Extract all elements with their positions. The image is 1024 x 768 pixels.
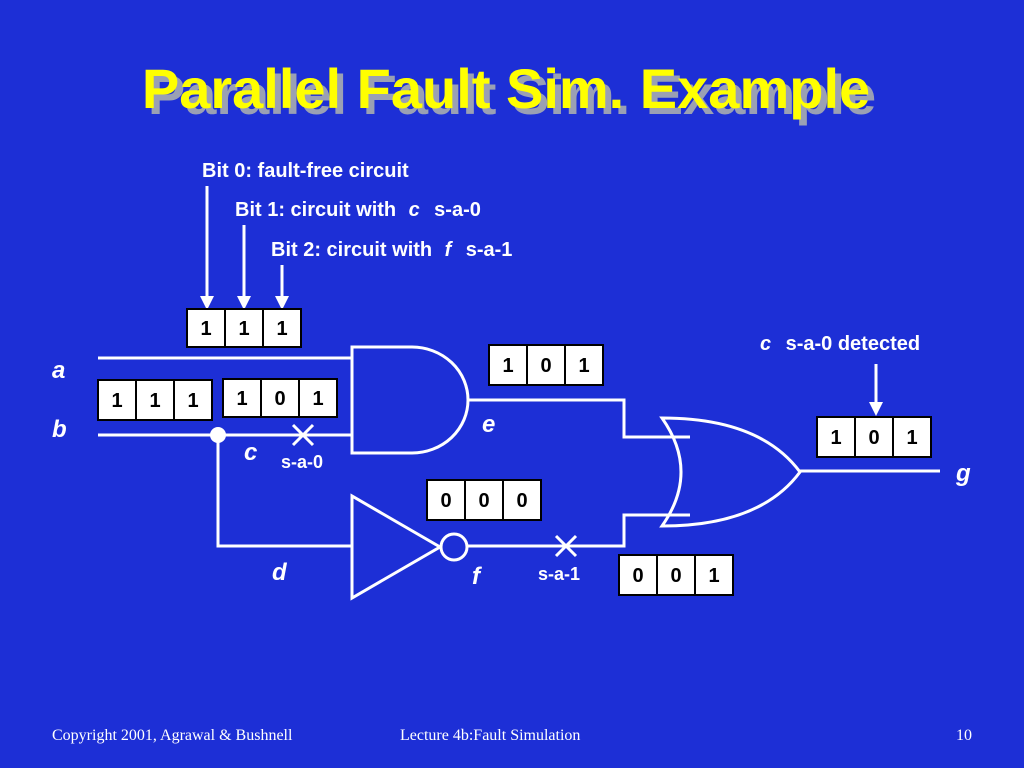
bitvector-c: 1 0 1 [222, 378, 338, 418]
bitcell-g-1 [854, 416, 894, 458]
node-label-e: e [482, 411, 495, 438]
bit-a-2: 1 [276, 318, 287, 340]
bitcell-ff-2 [694, 554, 734, 596]
detected-label: c s-a-0 detected [760, 333, 920, 355]
bitcell-a-1 [224, 308, 264, 348]
bitcell-e-2 [564, 344, 604, 386]
node-label-g: g [955, 460, 971, 487]
bitvector-f-faulty: 0 0 1 [618, 554, 734, 596]
title-shadow: Parallel Fault Sim. Example [148, 63, 876, 126]
bit-b-2: 1 [187, 390, 198, 412]
fault-c-label: s-a-0 [281, 452, 323, 472]
bit-f-2: 0 [516, 490, 527, 512]
bitvector-b: 1 1 1 [97, 379, 213, 421]
or-gate [659, 416, 802, 528]
footer-page-number: 10 [956, 727, 972, 744]
footer-copyright: Copyright 2001, Agrawal & Bushnell [52, 727, 293, 744]
bit1-var: c [409, 199, 420, 221]
bitcell-f-0 [426, 479, 466, 521]
fault-marker-f [554, 534, 578, 558]
bitvector-a: 1 1 1 [186, 308, 302, 348]
bit-b-1: 1 [149, 390, 160, 412]
footer-lecture: Lecture 4b:Fault Simulation [400, 727, 580, 744]
bit2-var: f [445, 239, 454, 261]
bit0-label: Bit 0: fault-free circuit [202, 160, 409, 182]
not-gate-bubble [439, 532, 469, 562]
node-label-a: a [52, 357, 65, 384]
bit1-arrow-head [237, 296, 251, 310]
node-label-f: f [472, 563, 482, 590]
bit-ff-1: 0 [670, 565, 681, 587]
bitvector-g: 1 0 1 [816, 416, 932, 458]
bitcell-c-1 [260, 378, 300, 418]
bitcell-f-2 [502, 479, 542, 521]
page-title: Parallel Fault Sim. Example [142, 57, 870, 120]
bitcell-c-2 [298, 378, 338, 418]
bit2-suffix: s-a-1 [466, 239, 513, 261]
detected-var: c [760, 333, 771, 355]
bitvector-e: 1 0 1 [488, 344, 604, 386]
bit-g-0: 1 [830, 427, 841, 449]
bit2-label: Bit 2: circuit with f s-a-1 [271, 239, 512, 261]
bitcell-e-0 [488, 344, 528, 386]
bit1-label: Bit 1: circuit with c s-a-0 [235, 199, 481, 221]
node-label-c: c [244, 439, 257, 466]
fault-c-stroke-2 [291, 423, 315, 447]
detected-text: s-a-0 detected [786, 333, 921, 355]
bitcell-a-2 [262, 308, 302, 348]
bit2-arrow-head [275, 296, 289, 310]
bit-c-1: 0 [274, 388, 285, 410]
bit-e-1: 0 [540, 355, 551, 377]
bitcell-g-2 [892, 416, 932, 458]
bitcell-c-0 [222, 378, 262, 418]
fault-marker-c [291, 423, 315, 447]
bitcell-b-2 [173, 379, 213, 421]
bit-a-0: 1 [200, 318, 211, 340]
wire-d [216, 435, 352, 548]
bit-e-2: 1 [578, 355, 589, 377]
bit-c-0: 1 [236, 388, 247, 410]
node-label-b: b [52, 416, 67, 443]
bit-g-2: 1 [906, 427, 917, 449]
bit-ff-0: 0 [632, 565, 643, 587]
bit-f-1: 0 [478, 490, 489, 512]
bit-b-0: 1 [111, 390, 122, 412]
bitvector-f: 0 0 0 [426, 479, 542, 521]
not-gate [350, 493, 443, 601]
fault-f-stroke-2 [554, 534, 578, 558]
bit1-suffix: s-a-0 [434, 199, 481, 221]
bitcell-g-0 [816, 416, 856, 458]
circuit-wires [98, 356, 940, 548]
bit-f-0: 0 [440, 490, 451, 512]
bitcell-b-0 [97, 379, 137, 421]
wire-e [468, 398, 690, 439]
detected-arrow-head [869, 402, 883, 416]
fanout-dot [210, 427, 226, 443]
bit-pointer-arrows [200, 186, 289, 310]
bit1-prefix: Bit 1: circuit with [235, 199, 396, 221]
bit-ff-2: 1 [708, 565, 719, 587]
bit-a-1: 1 [238, 318, 249, 340]
fault-f-label: s-a-1 [538, 564, 580, 584]
bit-g-1: 0 [868, 427, 879, 449]
wire-f [468, 513, 690, 548]
and-gate [350, 345, 470, 455]
bit-c-2: 1 [312, 388, 323, 410]
bit2-prefix: Bit 2: circuit with [271, 239, 432, 261]
bit-e-0: 1 [502, 355, 513, 377]
node-label-d: d [272, 559, 288, 586]
bitcell-a-0 [186, 308, 226, 348]
bit0-arrow-head [200, 296, 214, 310]
